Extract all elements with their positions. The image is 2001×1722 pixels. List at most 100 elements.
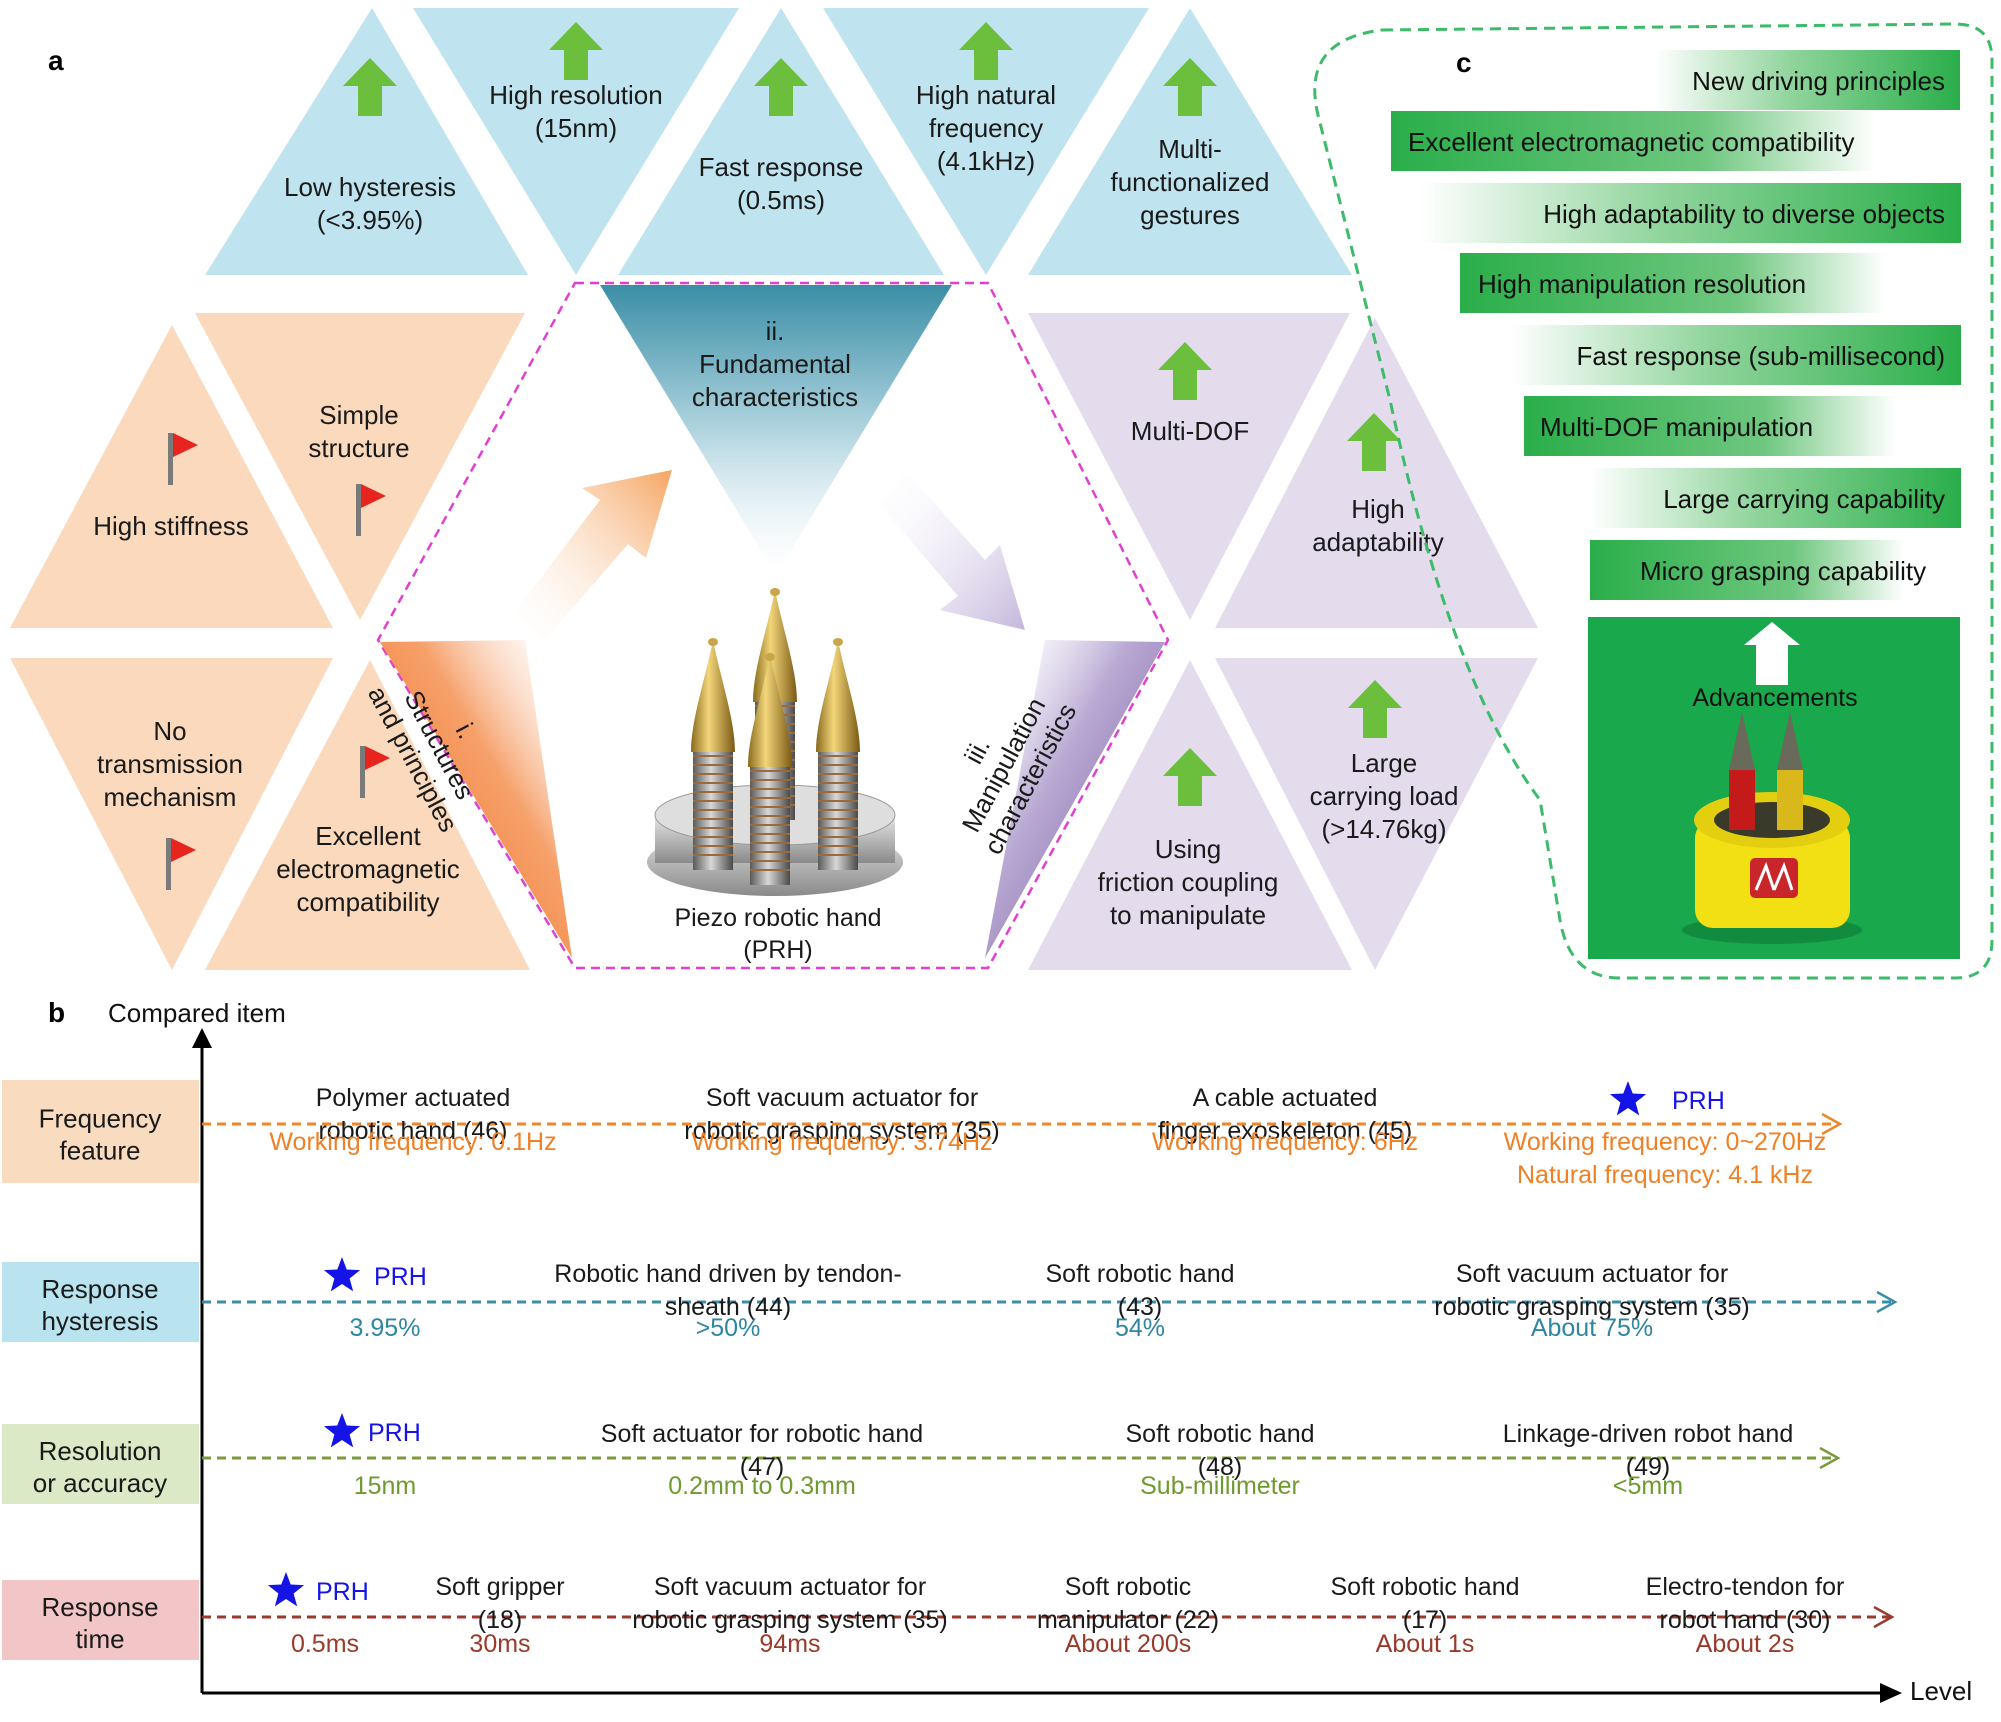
left-triangle-label-line: High stiffness bbox=[93, 511, 249, 541]
row-arrow-icon bbox=[1873, 1605, 1895, 1629]
prh-star-icon bbox=[323, 1413, 361, 1448]
advance-bar-6: Large carrying capability bbox=[1590, 468, 1961, 528]
finger-tip-cap bbox=[833, 638, 843, 646]
item-name-line: Soft robotic bbox=[1065, 1573, 1191, 1601]
prh-star-icon bbox=[1609, 1081, 1647, 1116]
item-name-line: Soft robotic hand bbox=[1330, 1573, 1519, 1601]
item-name: Soft robotic hand(17) bbox=[1330, 1573, 1519, 1634]
advance-bar-shape bbox=[1655, 50, 1960, 110]
comparison-item: Soft robotic hand(48)Sub-millimeter bbox=[1125, 1420, 1314, 1500]
item-value: 54% bbox=[1115, 1314, 1165, 1342]
piezo-hand-caption: Piezo robotic hand(PRH) bbox=[674, 904, 881, 964]
left-triangle-label-line: transmission bbox=[97, 749, 243, 779]
photo-logo bbox=[1750, 858, 1798, 898]
top-triangle-label-line: Multi- bbox=[1158, 134, 1222, 164]
red-flag-icon bbox=[168, 433, 198, 485]
row-label-box bbox=[2, 1424, 199, 1504]
advance-bar-shape bbox=[1391, 111, 1961, 171]
row-label-line: time bbox=[75, 1624, 124, 1654]
panel-c-border bbox=[1313, 22, 1994, 980]
prh-photo: Advancements bbox=[1588, 617, 1960, 959]
item-value-line: 94ms bbox=[759, 1630, 820, 1658]
item-value-line: Natural frequency: 4.1 kHz bbox=[1517, 1161, 1813, 1189]
up-arrow-icon-shape bbox=[1158, 342, 1212, 400]
piezo-finger bbox=[691, 638, 735, 870]
finger-tip bbox=[816, 640, 860, 752]
finger-tip bbox=[691, 640, 735, 752]
item-value-line: 3.95% bbox=[350, 1314, 421, 1342]
right-triangle-label-line: High bbox=[1351, 494, 1404, 524]
advance-bar-3: High manipulation resolution bbox=[1460, 253, 1961, 313]
item-value-line: About 2s bbox=[1696, 1630, 1795, 1658]
piezo-finger bbox=[816, 638, 860, 870]
advance-bar-0: New driving principles bbox=[1655, 50, 1960, 110]
item-name-line: Soft robotic hand bbox=[1045, 1260, 1234, 1288]
item-value-line: >50% bbox=[696, 1314, 761, 1342]
x-axis-label: Level bbox=[1910, 1676, 1972, 1706]
item-name-line: Soft vacuum actuator for bbox=[1456, 1260, 1728, 1288]
item-value: 15nm bbox=[354, 1472, 417, 1500]
advance-bar-shape bbox=[1590, 468, 1961, 528]
right-triangle-label-line: Multi-DOF bbox=[1131, 416, 1249, 446]
right-triangle-label-line: (>14.76kg) bbox=[1321, 814, 1446, 844]
left-triangle-label: High stiffness bbox=[93, 511, 249, 541]
photo-finger-body bbox=[1777, 770, 1803, 830]
advance-bar-label: New driving principles bbox=[1692, 66, 1945, 96]
red-flag-icon-pole bbox=[360, 746, 365, 798]
panel-letter-c: c bbox=[1456, 47, 1472, 78]
item-value: About 1s bbox=[1376, 1630, 1475, 1658]
y-axis-label: Compared item bbox=[108, 998, 286, 1028]
up-arrow-icon-shape bbox=[1347, 413, 1401, 471]
row-arrow-icon bbox=[1876, 1290, 1898, 1314]
item-value-line: Working frequency: 0~270Hz bbox=[1504, 1128, 1827, 1156]
left-triangle-label-line: compatibility bbox=[296, 887, 439, 917]
item-name-line: Soft vacuum actuator for bbox=[706, 1084, 978, 1112]
row-arrow-icon bbox=[1821, 1112, 1843, 1136]
advance-bar-label: High adaptability to diverse objects bbox=[1543, 199, 1945, 229]
red-flag-icon-pole bbox=[356, 484, 361, 536]
top-triangles: Low hysteresis(<3.95%)High resolution(15… bbox=[205, 8, 1352, 275]
finger-tip bbox=[748, 655, 792, 767]
up-arrow-icon bbox=[1348, 680, 1402, 738]
up-arrow-icon bbox=[343, 58, 397, 116]
item-value-line: Working frequency: 3.74Hz bbox=[691, 1128, 992, 1156]
top-triangle-label: Fast response(0.5ms) bbox=[699, 152, 864, 215]
item-name-line: (47) bbox=[740, 1453, 784, 1481]
item-value: 0.5ms bbox=[291, 1630, 359, 1658]
advance-bar-shape bbox=[1420, 183, 1961, 243]
right-triangle-label-line: carrying load bbox=[1310, 781, 1459, 811]
advance-bar-4: Fast response (sub-millisecond) bbox=[1510, 325, 1961, 385]
prh-label: PRH bbox=[316, 1578, 369, 1606]
item-value: >50% bbox=[696, 1314, 761, 1342]
item-name-line: finger exoskeleton (45) bbox=[1158, 1117, 1412, 1145]
row-label-line: Response bbox=[41, 1274, 158, 1304]
top-triangle-shape bbox=[1028, 8, 1352, 275]
right-triangle-shape bbox=[1028, 660, 1352, 970]
advance-bar-label: Micro grasping capability bbox=[1640, 556, 1926, 586]
item-value: Working frequency: 6Hz bbox=[1152, 1128, 1418, 1156]
advance-bar-shape bbox=[1590, 540, 1961, 600]
panel-a: Low hysteresis(<3.95%)High resolution(15… bbox=[10, 8, 1538, 970]
item-value: 30ms bbox=[469, 1630, 530, 1658]
photo-finger-tip bbox=[1777, 712, 1803, 770]
